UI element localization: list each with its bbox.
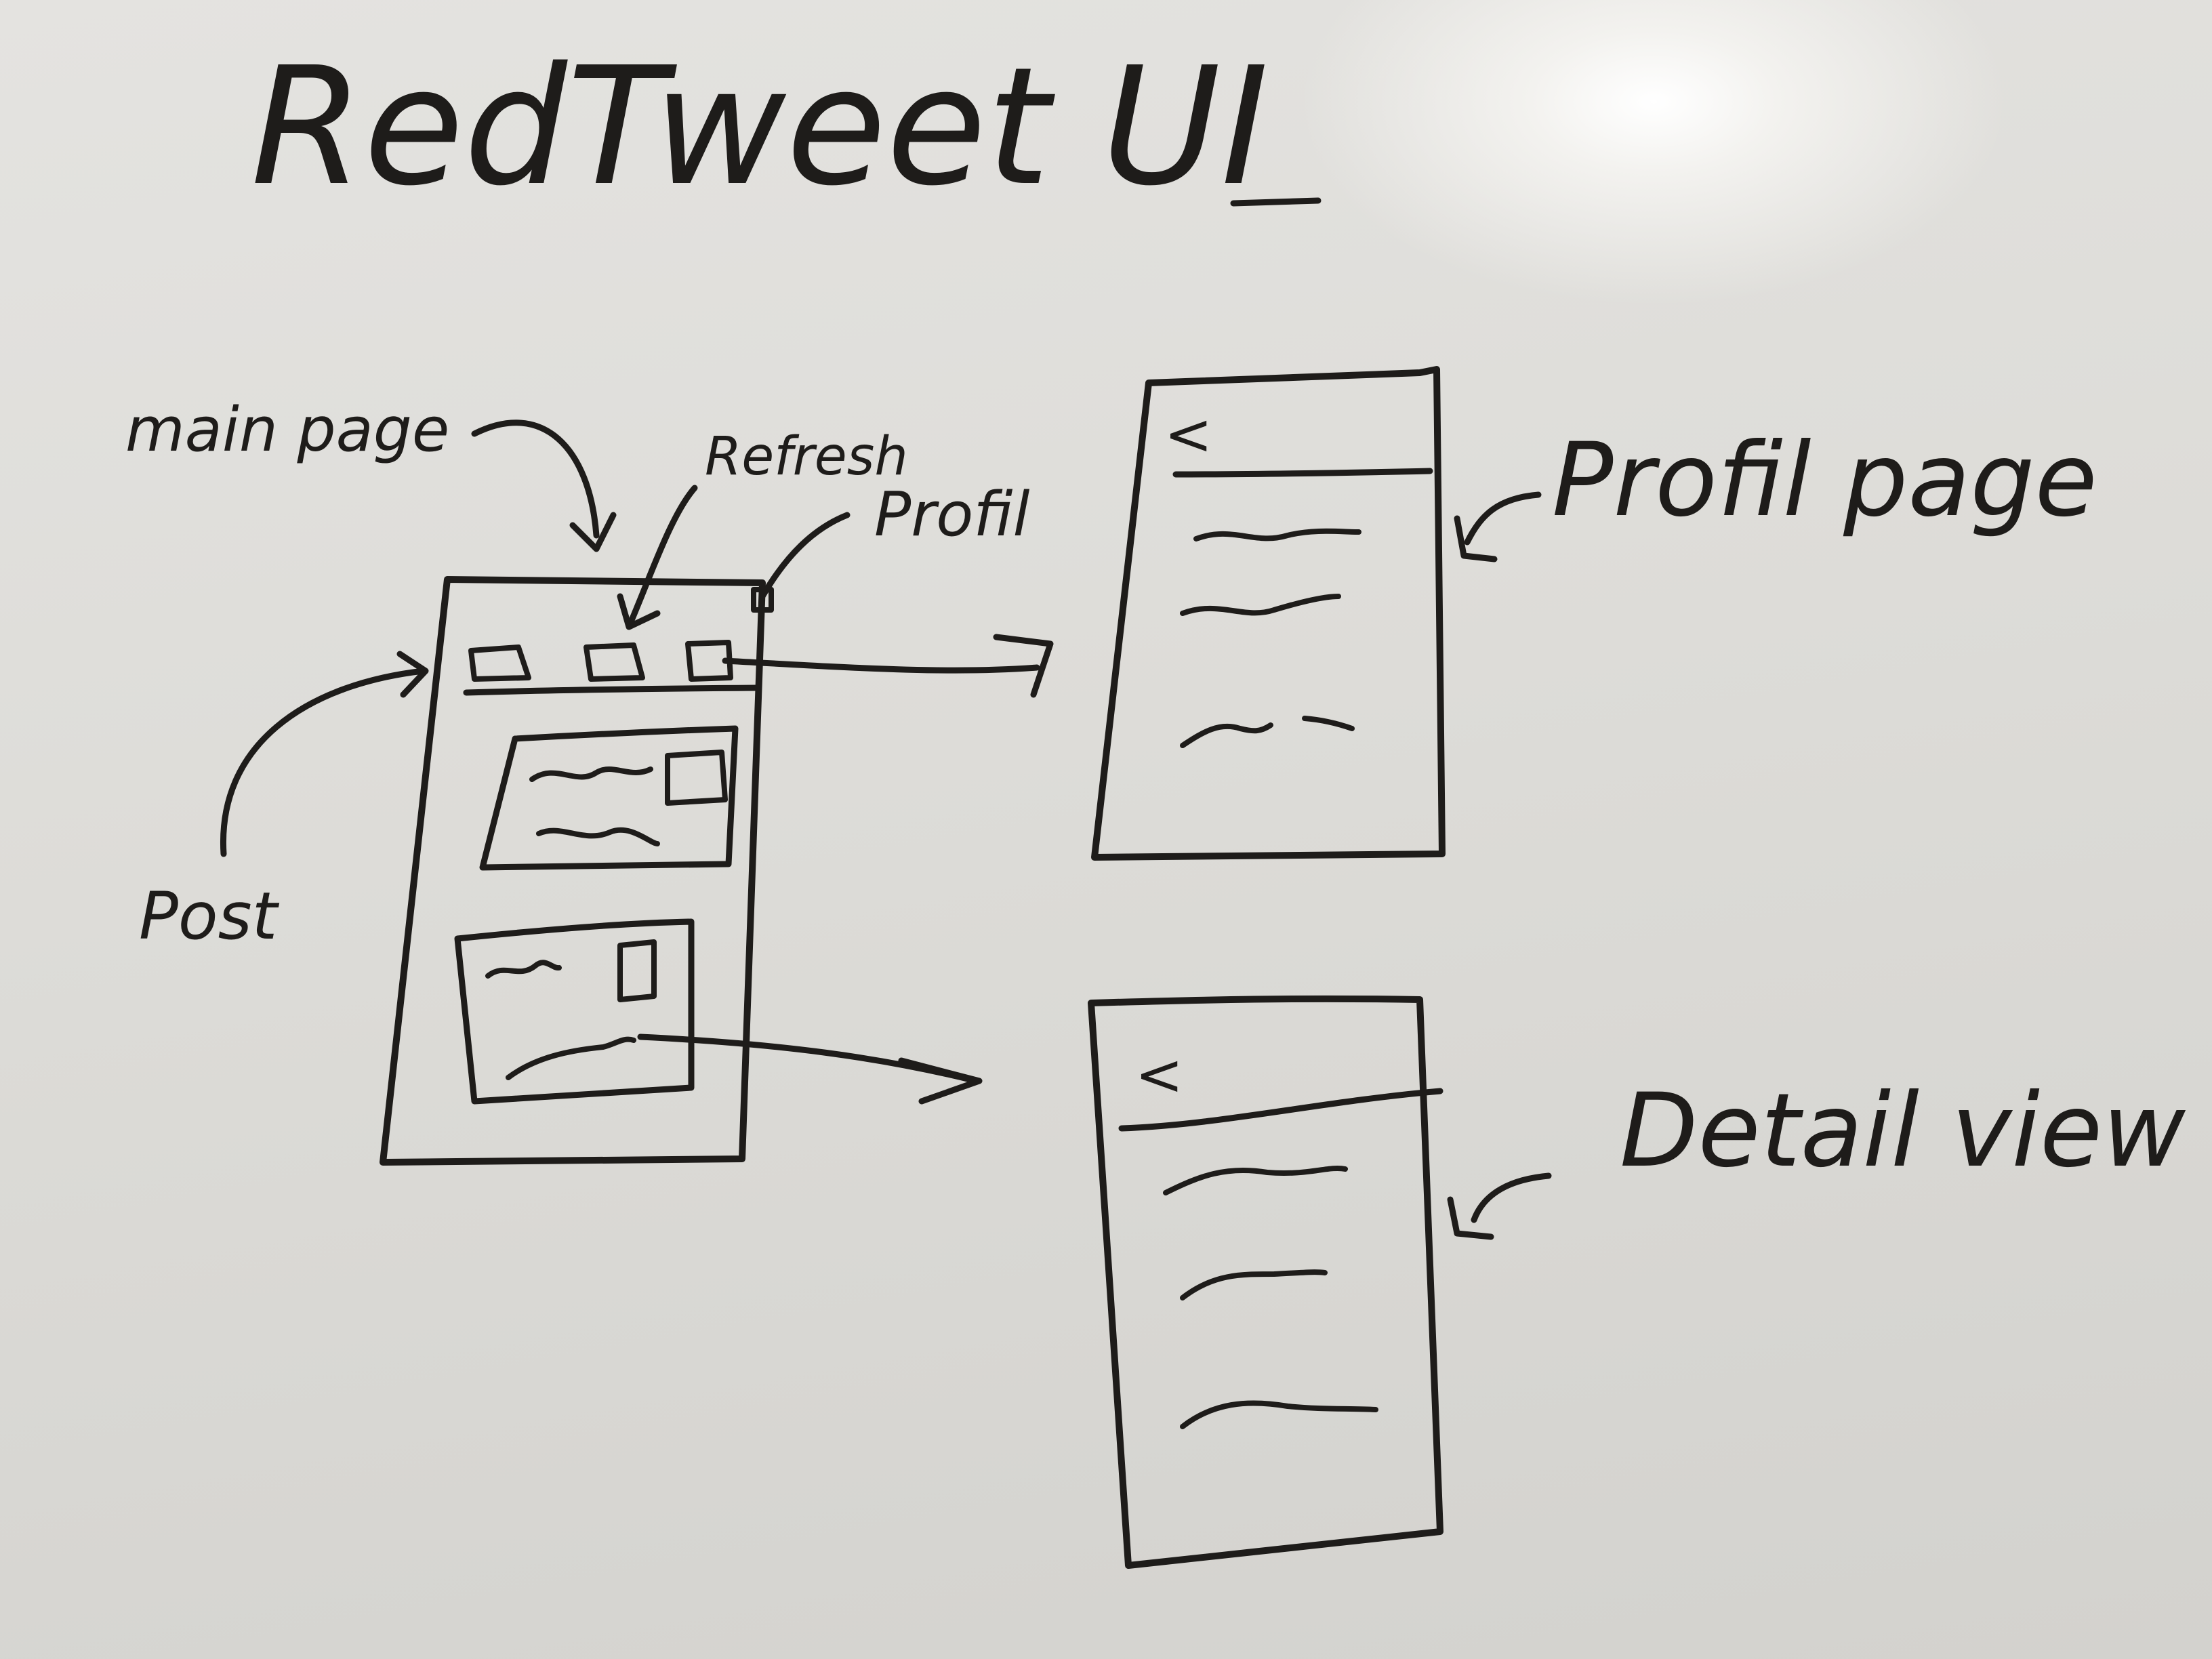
post-arrow (220, 651, 429, 857)
detail-view-sketch: < (1088, 995, 1443, 1569)
main-page-header-divider (463, 684, 759, 696)
label-profil-page: Profil page (1552, 422, 2097, 539)
post-card-2 (454, 918, 695, 1105)
sketch-title: RedTweet UI (251, 32, 1269, 222)
post-1-thumbnail (665, 750, 728, 806)
detail-view-frame (1088, 995, 1443, 1569)
profil-corner-mark (751, 587, 774, 613)
profil-button-icon (685, 640, 733, 682)
label-profil: Profil (874, 479, 1029, 550)
title-underline (1230, 197, 1322, 207)
post-to-detail-view-arrow (637, 1033, 983, 1105)
detail-back-glyph: < (1135, 1042, 1183, 1109)
profile-page-pointer-arrow (1454, 491, 1542, 562)
post-button-icon (468, 644, 531, 682)
label-post: Post (139, 878, 280, 954)
profil-arrow (759, 512, 851, 600)
main-page-sketch (380, 576, 774, 1166)
profile-page-sketch: < (1091, 366, 1446, 861)
profile-page-frame (1091, 366, 1446, 861)
label-main-page: main page (125, 394, 449, 466)
label-detail-view: Detail view (1620, 1072, 2186, 1190)
post-card-1 (479, 725, 739, 871)
detail-header-divider (1118, 1088, 1443, 1132)
profile-back-glyph: < (1164, 401, 1212, 468)
profil-to-profile-page-arrow (722, 634, 1054, 698)
post-2-thumbnail (617, 939, 657, 1002)
refresh-arrow (617, 485, 698, 630)
main-page-frame (380, 576, 766, 1166)
main-page-arrow (471, 419, 617, 552)
detail-view-pointer-arrow (1447, 1172, 1552, 1240)
label-refresh: Refresh (705, 426, 908, 487)
refresh-button-icon (583, 642, 645, 682)
profile-header-divider (1172, 468, 1433, 478)
